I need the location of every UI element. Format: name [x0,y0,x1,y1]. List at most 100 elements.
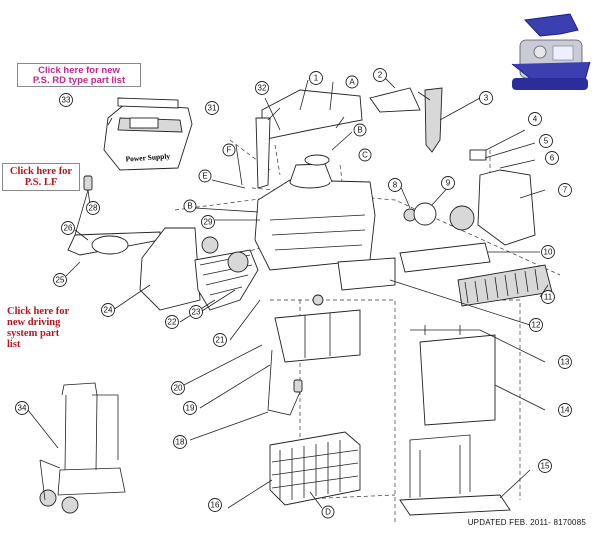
svg-text:A: A [349,78,355,87]
part-33-power-supply[interactable]: Power Supply [103,97,193,171]
svg-text:24: 24 [104,306,113,315]
svg-text:10: 10 [544,248,553,257]
callout-19: 19 [183,401,197,415]
callout-F: F [222,143,236,157]
svg-text:8: 8 [393,181,398,190]
callout-23: 23 [189,305,203,319]
part-34-caddy-cart [39,382,126,514]
svg-text:18: 18 [176,438,185,447]
callout-12: 12 [529,318,543,332]
top-cover-parts [255,89,363,189]
svg-text:1: 1 [314,74,319,83]
svg-text:4: 4 [533,115,538,124]
power-supply-rd-link-line1: Click here for new [38,65,120,76]
svg-text:20: 20 [174,384,183,393]
robot-thumbnail[interactable] [510,8,591,96]
callout-28: 28 [86,201,100,215]
callout-B-left: B [183,199,197,213]
callout-29: 29 [201,215,215,229]
callout-E: E [198,169,212,183]
svg-text:15: 15 [541,462,550,471]
svg-text:13: 13 [561,358,570,367]
parts-13-14-filter-bag [410,325,496,426]
svg-text:14: 14 [561,406,570,415]
callout-14: 14 [558,403,572,417]
svg-text:11: 11 [544,293,553,302]
svg-text:25: 25 [56,276,65,285]
part-15-frame [399,434,511,516]
parts-8-9-gears [403,202,475,231]
callout-11: 11 [541,290,555,304]
callout-B-top: B [353,123,367,137]
callout-7: 7 [558,183,572,197]
callout-10: 10 [541,245,555,259]
power-supply-rd-link-line2: P.S. RD type part list [32,74,126,86]
callout-D: D [321,505,335,519]
callout-22: 22 [165,315,179,329]
callout-2: 2 [373,68,387,82]
callout-31: 31 [205,101,219,115]
svg-text:7: 7 [563,186,568,195]
parts-4-7-side-cover [469,149,536,246]
parts-18-19-cable [267,349,303,416]
part-25-26-handle [67,231,161,256]
driving-system-link-line4: list [7,339,21,351]
power-supply-lf-link-line2: P.S. LF [24,177,58,189]
svg-text:21: 21 [216,336,225,345]
power-supply-rd-link[interactable]: Click here for new P.S. RD type part lis… [17,63,141,87]
callout-20: 20 [171,381,185,395]
robot-main-body [254,163,376,271]
callout-6: 6 [545,151,559,165]
svg-text:9: 9 [446,179,451,188]
svg-text:28: 28 [89,204,98,213]
part-22-23-tracks [194,236,259,311]
svg-text:E: E [202,172,207,181]
svg-text:B: B [357,126,362,135]
callout-C: C [358,148,372,162]
callout-25: 25 [53,273,67,287]
parts-10-11-roller-brush [399,242,553,307]
power-supply-lf-link-line1: Click here for [9,166,73,177]
parts-2-3 [369,87,443,153]
svg-text:F: F [227,146,232,155]
svg-text:16: 16 [211,501,220,510]
svg-text:6: 6 [550,154,555,163]
driving-system-link[interactable]: Click here for new driving system part l… [2,303,82,353]
callout-34: 34 [15,401,29,415]
driving-system-link-line2: new driving [7,317,61,329]
callout-18: 18 [173,435,187,449]
callout-3: 3 [479,91,493,105]
driving-system-link-line3: system part [7,328,60,340]
driving-system-link-line1: Click here for [7,306,70,317]
parts-20-21-filter-tray [274,294,361,363]
callout-A: A [345,75,359,89]
callout-24: 24 [101,303,115,317]
svg-text:2: 2 [378,71,383,80]
callout-4: 4 [528,112,542,126]
svg-text:B: B [187,202,192,211]
svg-text:C: C [362,151,368,160]
svg-text:23: 23 [192,308,201,317]
svg-text:29: 29 [204,218,213,227]
updated-note: UPDATED FEB. 2011- 8170085 [467,518,586,527]
callout-21: 21 [213,333,227,347]
callout-16: 16 [208,498,222,512]
svg-text:5: 5 [544,137,549,146]
svg-text:31: 31 [208,104,217,113]
callout-9: 9 [441,176,455,190]
callout-8: 8 [388,178,402,192]
svg-text:19: 19 [186,404,195,413]
callout-13: 13 [558,355,572,369]
svg-text:22: 22 [168,318,177,327]
svg-text:26: 26 [64,224,73,233]
callout-15: 15 [538,459,552,473]
power-supply-lf-link[interactable]: Click here for P.S. LF [2,163,80,191]
svg-text:D: D [325,508,331,517]
svg-text:34: 34 [18,404,27,413]
callout-5: 5 [539,134,553,148]
callout-32: 32 [255,81,269,95]
svg-text:32: 32 [258,84,267,93]
callout-1: 1 [309,71,323,85]
power-supply-text: Power Supply [125,151,170,163]
